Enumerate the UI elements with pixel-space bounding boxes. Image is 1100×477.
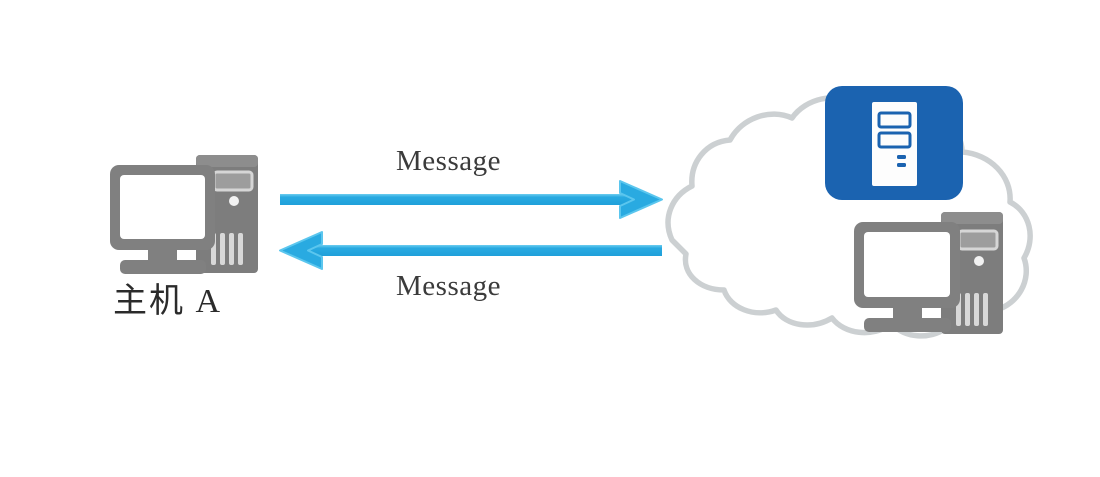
arrow-inbound xyxy=(279,231,662,270)
arrow-outbound-label: Message xyxy=(396,145,501,177)
host-a-label: 主机 A xyxy=(113,283,223,320)
cloud-host-computer-icon xyxy=(854,212,1003,334)
arrow-inbound-label: Message xyxy=(396,270,501,302)
arrow-outbound xyxy=(280,180,663,219)
server-icon xyxy=(825,86,963,200)
host-a-computer-icon xyxy=(110,155,258,274)
